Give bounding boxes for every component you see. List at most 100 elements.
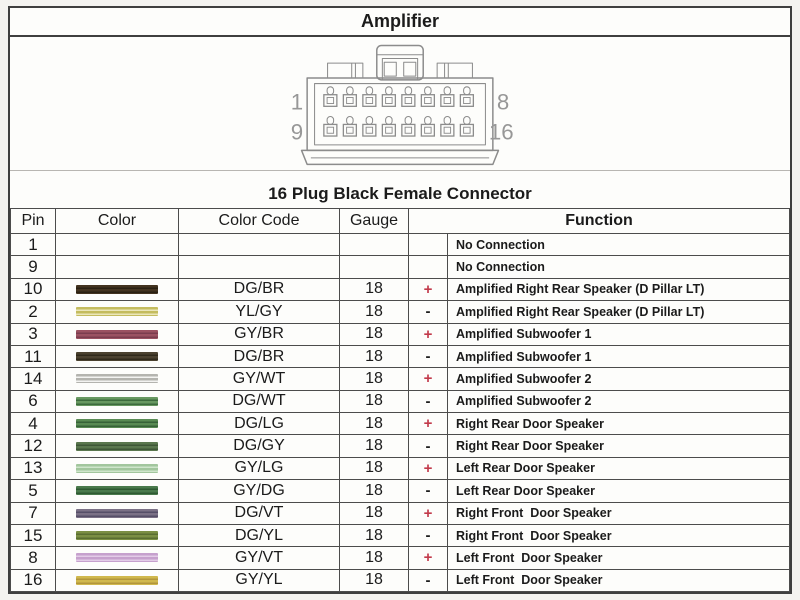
col-header-function: Function: [408, 208, 790, 234]
connector-pin-label-top-left: 1: [291, 89, 303, 114]
wire-swatch: [76, 441, 158, 451]
gauge-cell: 18: [339, 411, 409, 436]
gauge-cell: 18: [339, 479, 409, 503]
function-cell: Right Rear Door Speaker: [447, 434, 790, 458]
gauge-cell: 18: [339, 434, 409, 458]
function-cell: Amplified Subwoofer 2: [447, 367, 790, 391]
connector-terminals: [323, 85, 475, 137]
wire-color-cell: [55, 523, 179, 548]
connector-wing-left: [327, 62, 364, 79]
wire-swatch: [76, 531, 158, 541]
pin-cell: 8: [10, 546, 56, 570]
function-cell: Amplified Subwoofer 2: [447, 389, 790, 414]
pin-cell: 14: [10, 367, 56, 391]
pin-cell: 15: [10, 523, 56, 548]
function-cell: No Connection: [447, 232, 790, 257]
table-header-row: Pin Color Color Code Gauge Function: [10, 208, 790, 234]
wire-color-cell: [55, 300, 179, 324]
wire-color-cell: [55, 501, 179, 525]
gauge-cell: 18: [339, 344, 409, 369]
connector-subtitle: 16 Plug Black Female Connector: [268, 184, 532, 203]
function-cell: Right Front Door Speaker: [447, 501, 790, 525]
color-code-cell: DG/LG: [178, 411, 340, 436]
connector-pin-label-bottom-left: 9: [291, 119, 303, 144]
wiring-diagram-sheet: Amplifier 1 8 9: [8, 6, 792, 594]
color-code-cell: GY/LG: [178, 456, 340, 481]
wire-color-cell: [55, 322, 179, 346]
function-cell: Amplified Right Rear Speaker (D Pillar L…: [447, 300, 790, 324]
gauge-cell: 18: [339, 546, 409, 570]
polarity-cell: +: [408, 367, 448, 391]
color-code-cell: DG/GY: [178, 434, 340, 458]
connector-drawing-area: 1 8 9 16: [10, 37, 790, 171]
polarity-cell: +: [408, 546, 448, 570]
wire-swatch: [76, 508, 158, 518]
polarity-cell: +: [408, 277, 448, 302]
pin-cell: 10: [10, 277, 56, 302]
wire-swatch: [76, 284, 158, 294]
wire-color-cell: [55, 546, 179, 570]
pin-cell: 7: [10, 501, 56, 525]
pin-cell: 11: [10, 344, 56, 369]
function-cell: No Connection: [447, 255, 790, 279]
pin-cell: 4: [10, 411, 56, 436]
function-cell: Amplified Subwoofer 1: [447, 344, 790, 369]
wire-swatch: [76, 463, 158, 473]
polarity-cell: -: [408, 300, 448, 324]
wire-swatch: [76, 329, 158, 339]
wire-color-cell: [55, 479, 179, 503]
function-cell: Left Front Door Speaker: [447, 546, 790, 570]
polarity-cell: -: [408, 434, 448, 458]
wire-swatch: [76, 419, 158, 429]
connector-drawing: 1 8 9 16: [291, 44, 514, 165]
function-cell: Left Front Door Speaker: [447, 568, 790, 593]
gauge-cell: 18: [339, 523, 409, 548]
gauge-cell: 18: [339, 277, 409, 302]
wire-color-cell: [55, 389, 179, 414]
pin-cell: 5: [10, 479, 56, 503]
gauge-cell: 18: [339, 456, 409, 481]
pin-cell: 1: [10, 232, 56, 257]
polarity-cell: +: [408, 501, 448, 525]
function-cell: Amplified Subwoofer 1: [447, 322, 790, 346]
function-cell: Right Front Door Speaker: [447, 523, 790, 548]
function-cell: Left Rear Door Speaker: [447, 456, 790, 481]
color-code-cell: GY/YL: [178, 568, 340, 593]
wire-color-cell: [55, 434, 179, 458]
gauge-cell: 18: [339, 389, 409, 414]
color-code-cell: [178, 255, 340, 279]
pin-cell: 12: [10, 434, 56, 458]
gauge-cell: [339, 255, 409, 279]
pin-cell: 6: [10, 389, 56, 414]
pin-cell: 2: [10, 300, 56, 324]
wire-swatch: [76, 307, 158, 317]
color-code-cell: DG/YL: [178, 523, 340, 548]
col-header-color-code: Color Code: [178, 208, 340, 234]
wire-swatch: [76, 374, 158, 384]
gauge-cell: 18: [339, 501, 409, 525]
wire-swatch: [76, 553, 158, 563]
pinout-table-wrap: Pin Color Color Code Gauge Function 1 No …: [10, 208, 790, 593]
color-code-cell: YL/GY: [178, 300, 340, 324]
polarity-cell: -: [408, 389, 448, 414]
polarity-cell: +: [408, 322, 448, 346]
wire-swatch: [76, 575, 158, 585]
polarity-cell: [408, 232, 448, 257]
wire-color-cell: [55, 255, 179, 279]
color-code-cell: DG/WT: [178, 389, 340, 414]
connector-body: [306, 76, 494, 151]
polarity-cell: +: [408, 456, 448, 481]
wire-color-cell: [55, 411, 179, 436]
